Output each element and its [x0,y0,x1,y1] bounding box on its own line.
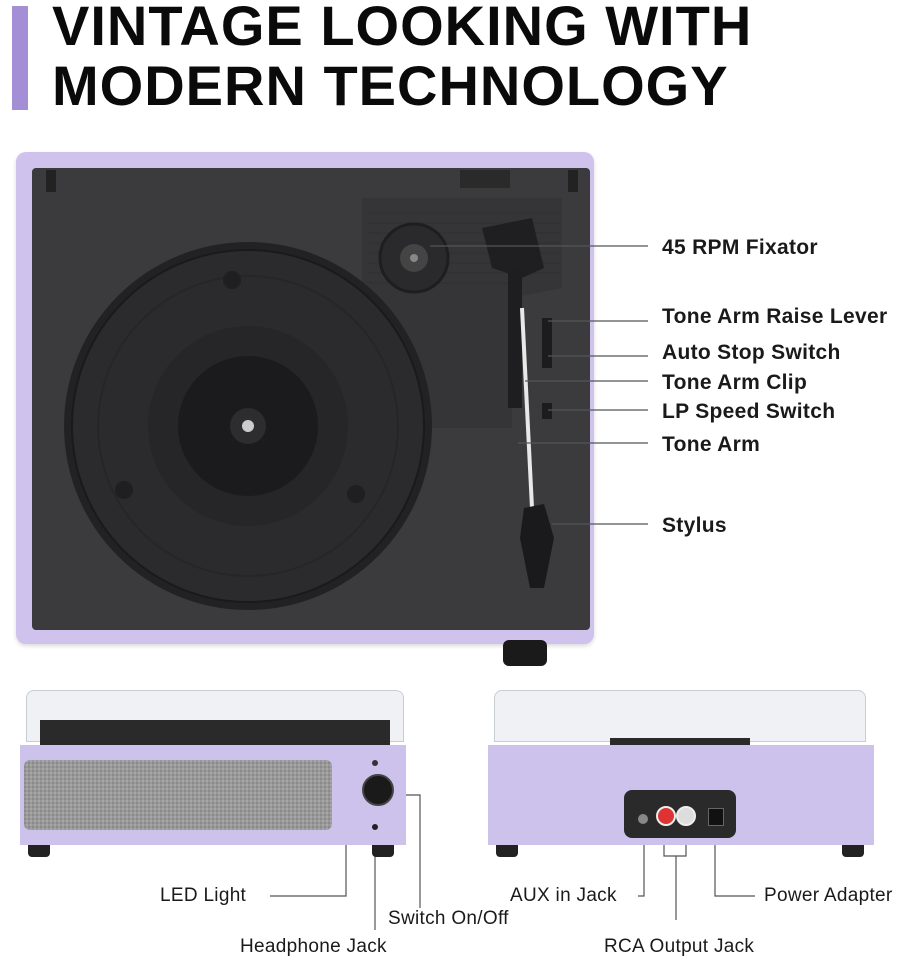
back-foot-right [842,845,864,857]
led-light [372,760,378,766]
label-lp-speed-switch: LP Speed Switch [662,400,836,423]
back-dust-cover [494,690,866,742]
headphone-jack[interactable] [372,824,378,830]
back-platter-edge [610,738,750,748]
raise-lever [542,318,552,368]
label-switch-on-off: Switch On/Off [388,908,509,929]
front-foot-right [372,845,394,857]
label-tone-arm-raise-lever: Tone Arm Raise Lever [662,305,888,328]
label-led-light: LED Light [160,885,247,906]
label-power-adapter: Power Adapter [764,885,893,906]
headline: VINTAGE LOOKING WITH MODERN TECHNOLOGY [52,0,752,116]
aux-in-jack[interactable] [638,814,648,824]
label-tone-arm-clip: Tone Arm Clip [662,371,808,394]
tone-arm-pivot [482,218,544,278]
turntable-top-illustration [46,170,578,610]
power-adapter-port[interactable] [708,808,724,826]
label-aux-in-jack: AUX in Jack [510,885,617,906]
rca-red-jack[interactable] [656,806,676,826]
front-foot-left [28,845,50,857]
headline-line-2: MODERN TECHNOLOGY [52,54,729,117]
accent-bar [12,6,28,110]
rca-white-jack[interactable] [676,806,696,826]
label-stylus: Stylus [662,514,727,537]
speed-switch [542,403,552,419]
turntable-top-view [16,152,594,644]
volume-knob-top[interactable] [503,640,547,666]
deck-plate [32,168,590,630]
label-rca-output-jack: RCA Output Jack [604,936,755,957]
label-tone-arm: Tone Arm [662,433,761,456]
label-45-rpm-fixator: 45 RPM Fixator [662,236,818,259]
hinge-right [568,170,578,192]
tone-arm-rest [508,268,522,408]
spindle [242,420,254,432]
label-auto-stop-switch: Auto Stop Switch [662,341,841,364]
power-volume-knob[interactable] [362,774,394,806]
hinge-left [46,170,56,192]
dust-cover-latch [460,170,510,188]
headshell [520,504,554,588]
label-headphone-jack: Headphone Jack [240,936,387,957]
tone-arm [520,307,534,509]
front-platter-edge [40,720,390,746]
back-foot-left [496,845,518,857]
speaker-grille [24,760,332,830]
headline-line-1: VINTAGE LOOKING WITH [52,0,753,57]
